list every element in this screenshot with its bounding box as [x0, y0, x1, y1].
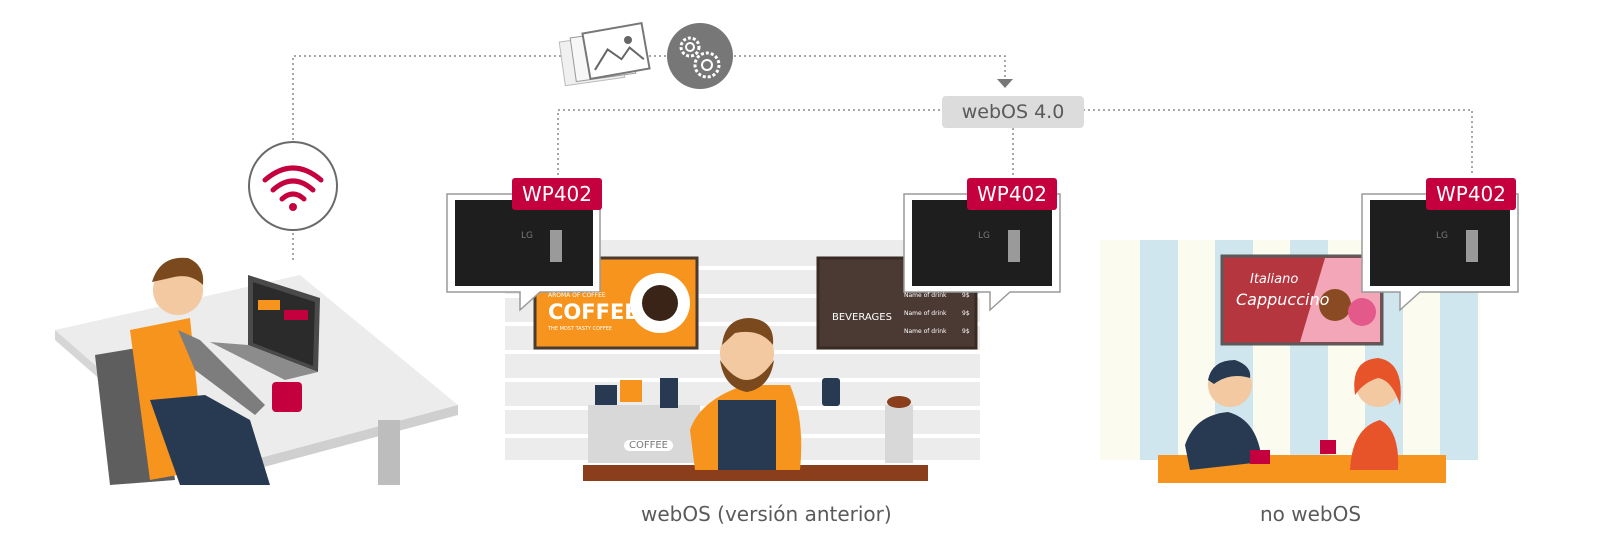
coffee-sign-subtitle: AROMA OF COFFEE [548, 292, 606, 299]
beverages-menu-item-3: Name of drink [904, 328, 947, 335]
model-badge-2: WP402 [967, 178, 1058, 210]
caption-no-webos: no webOS [1260, 502, 1362, 526]
caption-previous-webos: webOS (versión anterior) [641, 502, 892, 526]
images-icon [558, 21, 651, 87]
wifi-icon [248, 141, 338, 231]
model-badge-3: WP402 [1426, 178, 1517, 210]
beverages-menu-price-1: 9$ [962, 292, 970, 299]
laptop-icon [210, 275, 320, 380]
beverages-menu-price-3: 9$ [962, 328, 970, 335]
beverages-menu-price-2: 9$ [962, 310, 970, 317]
monitor-brand-3: LG [1436, 231, 1448, 241]
gear-icon [667, 23, 733, 89]
wp402-monitor-2 [903, 193, 1061, 312]
cappuccino-sign-line2: Cappuccino [1236, 290, 1330, 309]
arrow-down-icon [997, 79, 1013, 88]
webos-hub-label: webOS 4.0 [942, 96, 1084, 128]
cappuccino-sign-line1: Italiano [1250, 272, 1299, 287]
coffee-sign-tagline: THE MOST TASTY COFFEE [548, 326, 613, 332]
model-badge-1: WP402 [512, 178, 603, 210]
beverages-menu-item-1: Name of drink [904, 292, 947, 299]
wp402-monitor-1 [446, 193, 601, 312]
office-scene [55, 257, 458, 485]
coffee-machine-label: COFFEE [624, 440, 673, 451]
coffee-sign-title: COFFEE [548, 300, 639, 324]
beverages-menu-item-2: Name of drink [904, 310, 947, 317]
monitor-brand-1: LG [521, 231, 533, 241]
monitor-brand-2: LG [978, 231, 990, 241]
wp402-monitor-3 [1361, 193, 1519, 312]
beverages-sign-title: BEVERAGES [832, 312, 892, 323]
